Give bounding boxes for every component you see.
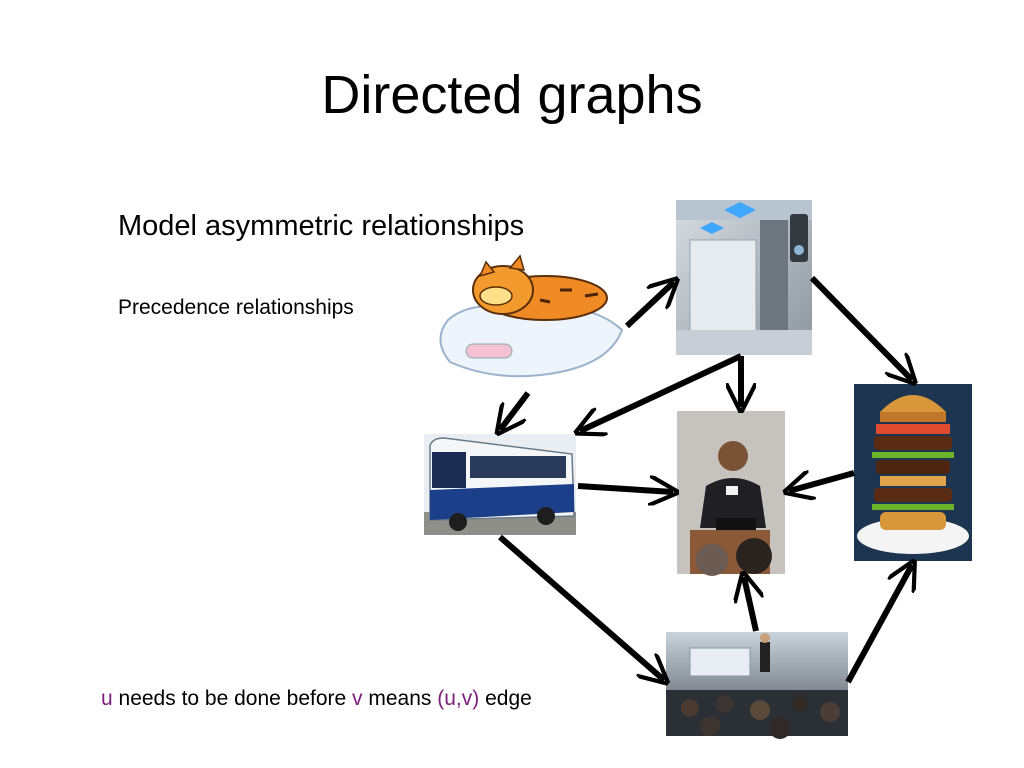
bus-image	[424, 434, 576, 535]
edge-bus-to-speaker	[577, 486, 673, 492]
edge-lecture-hall-to-speaker	[744, 577, 756, 632]
edge-cat-to-shower	[624, 282, 674, 329]
var-v: v	[352, 687, 363, 710]
edge-notation: (u,v)	[437, 687, 480, 710]
edge-cat-to-bus	[500, 391, 531, 430]
var-u: u	[101, 687, 113, 710]
burger-image	[854, 384, 972, 561]
lecture-hall-image	[666, 632, 848, 739]
caption-text-3: edge	[479, 687, 532, 710]
edge-definition: u needs to be done before v means (u,v) …	[101, 684, 532, 714]
slide-title: Directed graphs	[321, 65, 703, 125]
caption-text-2: means	[362, 687, 438, 710]
edge-shower-to-bus	[580, 353, 743, 431]
sleeping-cat-image	[439, 254, 624, 378]
speaker-image	[677, 411, 785, 576]
slide-heading: Model asymmetric relationships	[118, 210, 525, 242]
edge-bus-to-lecture-hall	[498, 534, 664, 680]
shower-image	[676, 200, 812, 355]
slide-subheading: Precedence relationships	[118, 296, 354, 319]
edge-lecture-hall-to-burger	[845, 565, 912, 684]
edge-burger-to-speaker	[789, 470, 855, 491]
edge-shower-to-burger	[809, 275, 912, 380]
caption-text-1: needs to be done before	[112, 687, 353, 710]
